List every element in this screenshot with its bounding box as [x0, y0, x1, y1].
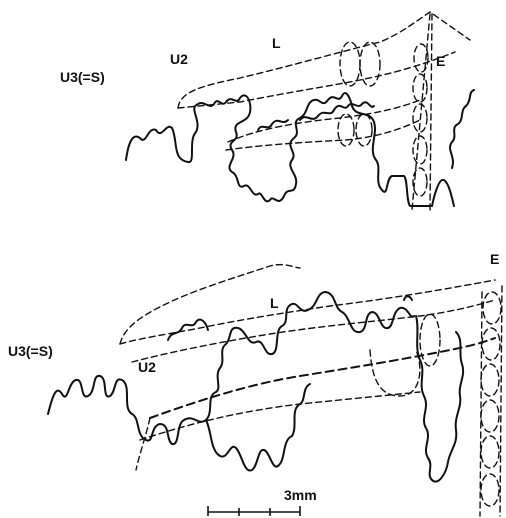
bottom-dashed-lobe-1: [370, 350, 420, 396]
top-suture-line: [126, 93, 454, 206]
scale-bar-label: 3mm: [284, 487, 317, 503]
top-suture-lobe-center: [300, 102, 374, 120]
bottom-label-u3: U3(=S): [8, 343, 53, 359]
top-suture-lobe-left: [258, 120, 288, 130]
top-label-l: L: [272, 35, 281, 51]
bottom-suture-line: [48, 292, 414, 444]
top-label-u3: U3(=S): [60, 69, 105, 85]
bottom-dashed-outline-middle: [120, 280, 495, 344]
bottom-e-segment-6: [481, 474, 499, 506]
top-suture-lobe-right: [450, 90, 474, 168]
scale-bar: 3mm: [208, 487, 317, 516]
bottom-suture-lobe-4: [404, 296, 412, 300]
top-e-segment-4: [413, 136, 427, 164]
bottom-e-column-right: [500, 286, 502, 516]
bottom-suture-lobe-2: [292, 384, 310, 436]
bottom-e-segment-5: [481, 436, 499, 468]
top-e-segment-5: [413, 168, 427, 196]
bottom-dashed-lobe-2: [420, 314, 440, 366]
top-label-u2: U2: [170, 51, 188, 67]
top-label-e: E: [436, 53, 445, 69]
scale-bar-line: [208, 506, 300, 516]
top-suture-diagram: U3(=S) U2 L E: [60, 12, 474, 210]
top-e-column-right: [430, 14, 432, 210]
bottom-suture-diagram: U3(=S) U2 L E: [8, 251, 502, 516]
bottom-label-e: E: [490, 251, 499, 267]
bottom-label-l: L: [270, 295, 279, 311]
top-dashed-lower-band: [226, 120, 420, 150]
bottom-label-u2: U2: [138, 359, 156, 375]
bottom-e-segment-1: [483, 292, 501, 324]
bottom-dashed-band-3: [140, 392, 420, 440]
top-dashed-inner-band: [228, 100, 420, 142]
bottom-e-segment-3: [481, 364, 499, 396]
top-dashed-lobe-4: [356, 114, 372, 146]
bottom-suture-lobe-1: [206, 420, 292, 471]
top-e-segment-2: [413, 74, 427, 102]
top-dashed-lobe-2: [360, 42, 380, 86]
top-dashed-lobe-3: [338, 114, 354, 146]
bottom-e-segment-2: [482, 328, 500, 360]
bottom-e-column-left: [480, 292, 482, 516]
bottom-e-segment-4: [481, 400, 499, 432]
bottom-dashed-band-2: [150, 338, 495, 418]
